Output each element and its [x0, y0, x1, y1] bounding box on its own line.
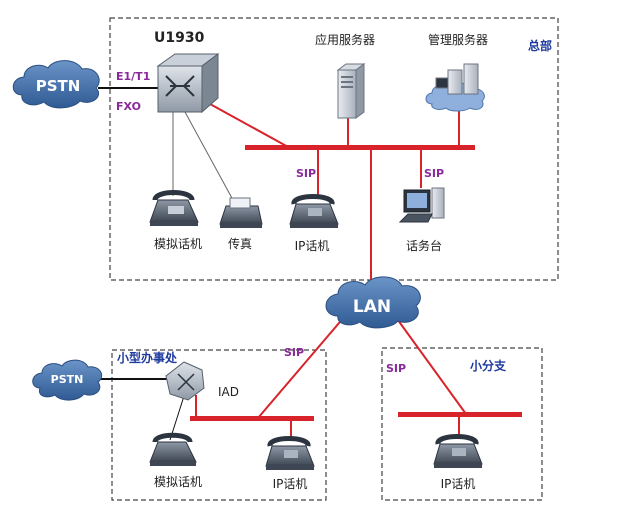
lan-cloud: LAN — [325, 276, 421, 329]
server-icon — [336, 63, 366, 119]
pstn-bottom-label: PSTN — [51, 373, 84, 386]
office-bus — [190, 416, 314, 421]
ip-phone-icon — [289, 194, 339, 228]
server-cloud-icon — [425, 63, 485, 112]
router-icon — [156, 53, 220, 114]
pstn-bottom-cloud: PSTN — [32, 359, 103, 401]
branch-ip-phone-label: IP话机 — [441, 477, 476, 491]
ip-phone-icon — [265, 436, 315, 470]
analog-phone-icon — [149, 432, 197, 466]
small-office-box — [111, 349, 327, 501]
e1t1-label: E1/T1 — [116, 70, 150, 83]
hq-analog-phone-label: 模拟话机 — [154, 237, 202, 251]
fax-icon — [219, 197, 263, 228]
fxo-label: FXO — [116, 100, 141, 113]
branch-box — [381, 347, 543, 501]
small-office-title: 小型办事处 — [117, 350, 178, 365]
office-analog-phone-label: 模拟话机 — [154, 475, 202, 489]
analog-phone-icon — [149, 190, 199, 226]
hq-sip-right-label: SIP — [424, 167, 444, 180]
office-ip-phone-label: IP话机 — [273, 477, 308, 491]
app-server-label: 应用服务器 — [315, 32, 375, 47]
hq-sip-left-label: SIP — [296, 167, 316, 180]
branch-bus — [398, 412, 522, 417]
office-sip-label: SIP — [284, 346, 304, 359]
pstn-top-label: PSTN — [36, 77, 81, 95]
ip-phone-icon — [433, 434, 483, 468]
iad-label: IAD — [218, 385, 239, 399]
lan-office-link — [257, 315, 346, 419]
branch-sip-label: SIP — [386, 362, 406, 375]
console-pc-icon — [398, 187, 445, 223]
router-fax-link — [184, 111, 234, 201]
hq-ip-phone-label: IP话机 — [295, 239, 330, 253]
router-bus-link — [209, 103, 291, 149]
hq-region-label: 总部 — [528, 38, 552, 53]
branch-title: 小分支 — [470, 358, 507, 373]
lan-branch-link — [394, 315, 467, 415]
iad-icon — [165, 361, 205, 401]
hq-bus — [245, 145, 475, 150]
iad-analog-link — [169, 395, 185, 441]
mgmt-server-label: 管理服务器 — [428, 32, 488, 47]
pstn-top-cloud: PSTN — [12, 60, 100, 109]
hq-region-box — [109, 17, 559, 281]
lan-label: LAN — [353, 297, 391, 317]
fax-label: 传真 — [228, 236, 252, 251]
console-label: 话务台 — [406, 238, 442, 253]
u1930-label: U1930 — [154, 30, 205, 46]
